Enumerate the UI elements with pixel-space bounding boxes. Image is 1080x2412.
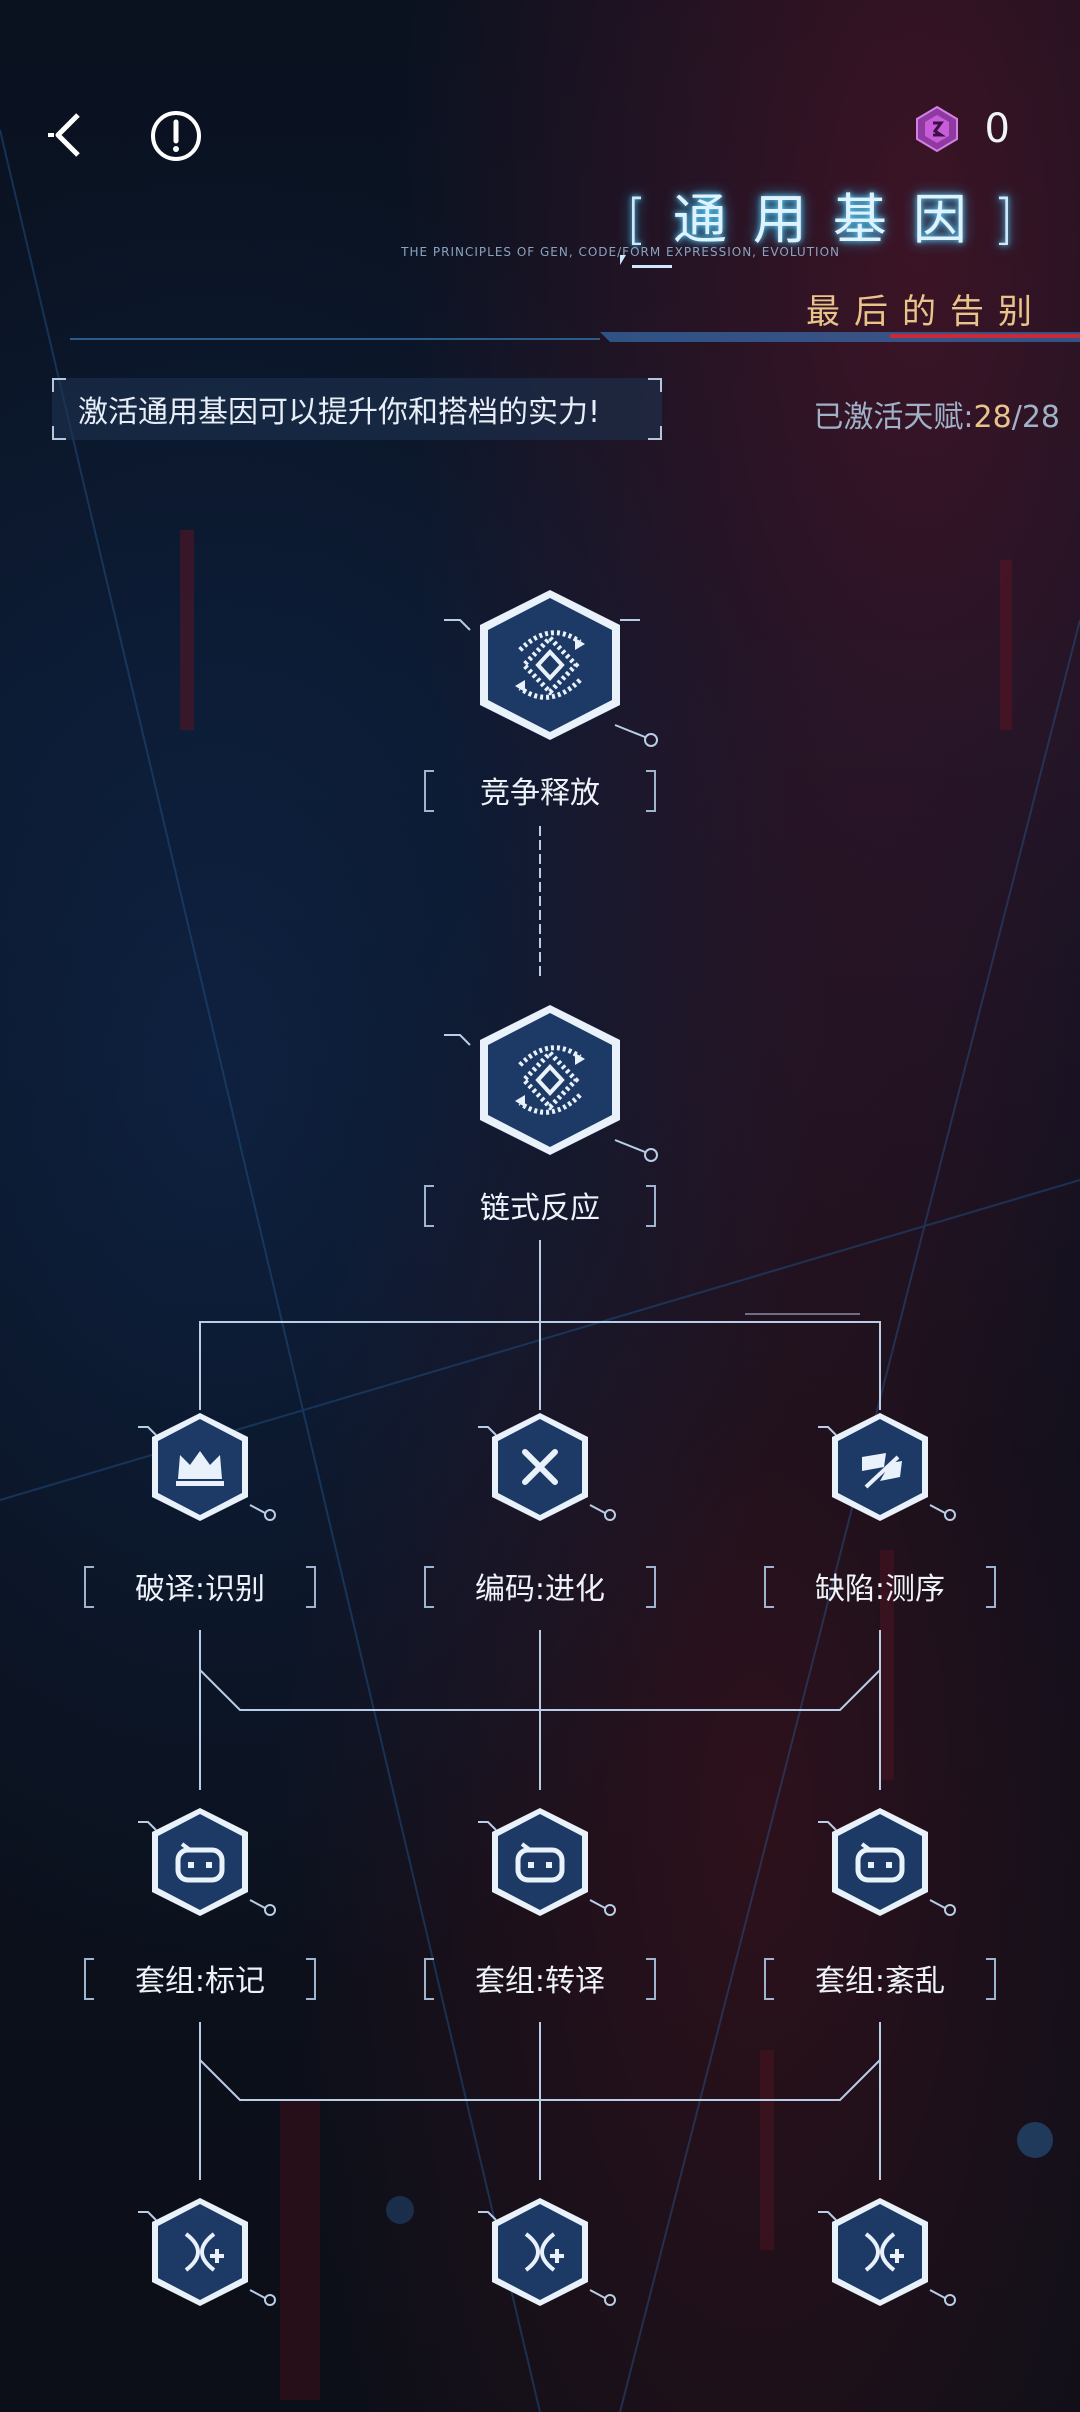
gene-label-tier3-encode[interactable]: 编码:进化: [424, 1566, 656, 1608]
dna-plus-icon: [524, 2232, 564, 2272]
gene-node-tier3-defect[interactable]: [810, 1405, 960, 1535]
robot-face-icon: [515, 1842, 565, 1883]
gene-label-tier4-chaos[interactable]: 套组:紊乱: [764, 1958, 996, 2000]
loop-diamond-icon: [518, 1045, 582, 1115]
gene-node-tier4-translate[interactable]: [470, 1800, 620, 1930]
gene-node-tier4-mark[interactable]: [130, 1800, 280, 1930]
gene-node-tier5-right[interactable]: [810, 2190, 960, 2320]
gene-label-tier3-defect[interactable]: 缺陷:测序: [764, 1566, 996, 1608]
gene-label-tier4-translate[interactable]: 套组:转译: [424, 1958, 656, 2000]
currency-count: 0: [984, 106, 1010, 152]
top-bar: 0: [0, 0, 1080, 200]
title-subcaption: THE PRINCIPLES OF GEN, CODE/FORM EXPRESS…: [401, 245, 840, 259]
gene-node-tier4-chaos[interactable]: [810, 1800, 960, 1930]
gene-label-tier2[interactable]: 链式反应: [424, 1185, 656, 1227]
info-icon[interactable]: [148, 108, 204, 164]
back-icon[interactable]: [40, 105, 100, 165]
gene-node-tier3-decode[interactable]: [130, 1405, 280, 1535]
hint-text: 激活通用基因可以提升你和搭档的实力!: [78, 395, 601, 430]
gene-node-tier1[interactable]: [440, 580, 660, 760]
gene-node-tier5-center[interactable]: [470, 2190, 620, 2320]
title-stripes: [620, 255, 672, 268]
dna-plus-icon: [184, 2232, 224, 2272]
page-title: [通用基因]: [625, 188, 1040, 251]
gene-label-tier1[interactable]: 竞争释放: [424, 770, 656, 812]
page-title-block: [通用基因]: [480, 175, 1080, 255]
gene-node-tier5-left[interactable]: [130, 2190, 280, 2320]
page-subtitle: 最后的告别: [806, 292, 1046, 332]
gene-node-tier3-encode[interactable]: [470, 1405, 620, 1535]
cross-swords-icon: [522, 1449, 558, 1485]
hint-box: 激活通用基因可以提升你和搭档的实力!: [52, 378, 662, 440]
dna-plus-icon: [864, 2232, 904, 2272]
gem-icon: [915, 105, 958, 153]
activated-talent-count: 已激活天赋:28/28: [813, 400, 1060, 435]
broken-flag-icon: [862, 1453, 902, 1489]
robot-face-icon: [855, 1842, 905, 1883]
header-accent-bar: [70, 332, 1080, 342]
loop-diamond-icon: [518, 630, 582, 700]
robot-face-icon: [175, 1842, 225, 1883]
gene-node-tier2[interactable]: [440, 995, 660, 1175]
crown-icon: [176, 1451, 224, 1486]
currency-display: 0: [913, 105, 1010, 153]
gene-label-tier4-mark[interactable]: 套组:标记: [84, 1958, 316, 2000]
gene-label-tier3-decode[interactable]: 破译:识别: [84, 1566, 316, 1608]
